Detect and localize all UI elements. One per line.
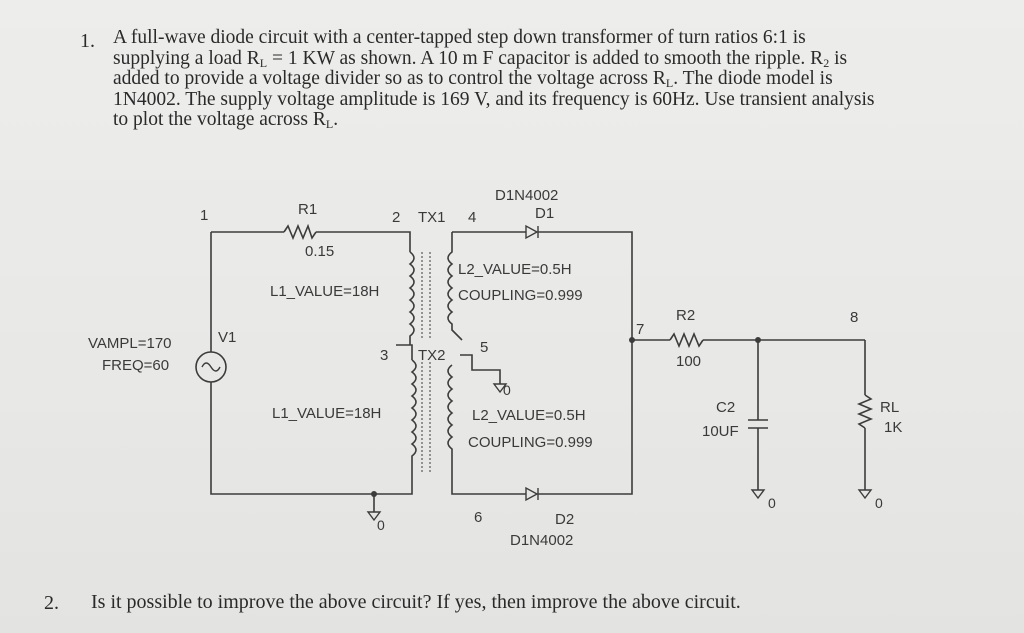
ground-icon-c2 <box>750 489 766 500</box>
question-1-text: A full-wave diode circuit with a center-… <box>113 27 875 131</box>
ground-icon-rl <box>857 489 873 500</box>
ground-rl-label: 0 <box>875 495 883 511</box>
rl-name-label: RL <box>880 399 899 416</box>
coupling-top-label: COUPLING=0.999 <box>458 287 583 304</box>
node-1-label: 1 <box>200 207 208 224</box>
node-4-label: 4 <box>468 209 476 226</box>
v1-name-label: V1 <box>218 329 236 346</box>
primary-coil-top <box>408 251 415 345</box>
vampl-label: VAMPL=170 <box>88 335 172 352</box>
ground-icon-secondary <box>492 383 508 394</box>
tx1-label: TX1 <box>418 209 446 226</box>
d1-diode-icon <box>525 224 539 240</box>
question-1-line-3: added to provide a voltage divider so as… <box>113 68 833 90</box>
r2-name-label: R2 <box>676 307 695 324</box>
question-1-line-5: to plot the voltage across RL. <box>113 109 339 131</box>
l1-bottom-label: L1_VALUE=18H <box>272 405 381 422</box>
freq-label: FREQ=60 <box>102 357 169 374</box>
r1-value-label: 0.15 <box>305 243 334 260</box>
primary-wire-bottom-left <box>210 382 413 495</box>
ground-secondary-label: 0 <box>503 382 511 398</box>
question-1-line-1: A full-wave diode circuit with a center-… <box>113 27 806 48</box>
tx2-label: TX2 <box>418 347 446 364</box>
d2-model-label: D1N4002 <box>510 532 573 549</box>
primary-center-tap <box>396 344 413 360</box>
node-2-label: 2 <box>392 209 400 226</box>
rl-value-label: 1K <box>884 419 902 436</box>
primary-wire-r1-to-coil <box>316 231 411 252</box>
node-6-label: 6 <box>474 509 482 526</box>
secondary-center-tap <box>460 354 501 384</box>
r2-value-label: 100 <box>676 353 701 370</box>
rl-resistor <box>856 394 874 429</box>
question-1-number: 1. <box>80 30 95 52</box>
coupling-bottom-label: COUPLING=0.999 <box>468 434 593 451</box>
question-1-line-2: supplying a load RL = 1 KW as shown. A 1… <box>113 47 848 70</box>
node-3-label: 3 <box>380 347 388 364</box>
r1-name-label: R1 <box>298 201 317 218</box>
l2-bottom-label: L2_VALUE=0.5H <box>472 407 586 424</box>
primary-coil-bottom <box>410 359 417 476</box>
secondary-wire-top-right <box>538 231 633 340</box>
d1-name-label: D1 <box>535 205 554 222</box>
ac-wave-icon <box>201 362 221 372</box>
secondary-coil-bottom <box>447 364 462 495</box>
question-2-text: Is it possible to improve the above circ… <box>91 591 741 613</box>
r2-resistor <box>669 331 704 349</box>
ground-icon-primary <box>366 511 382 522</box>
l2-top-label: L2_VALUE=0.5H <box>458 261 572 278</box>
secondary-wire-bottom-right <box>538 340 633 495</box>
node-7-label: 7 <box>636 321 644 338</box>
node-8-label: 8 <box>850 309 858 326</box>
c2-value-label: 10UF <box>702 423 739 440</box>
node-5-label: 5 <box>480 339 488 356</box>
d1-model-label: D1N4002 <box>495 187 558 204</box>
secondary-coil-top <box>447 232 463 341</box>
ground-c2-label: 0 <box>768 495 776 511</box>
v1-source-circle <box>195 351 227 383</box>
question-1-line-4: 1N4002. The supply voltage amplitude is … <box>113 88 875 110</box>
question-2-number: 2. <box>44 592 59 614</box>
d2-name-label: D2 <box>555 511 574 528</box>
r1-resistor <box>283 223 317 241</box>
d2-diode-icon <box>525 486 539 502</box>
ground-primary-label: 0 <box>377 517 385 533</box>
l1-top-label: L1_VALUE=18H <box>270 283 379 300</box>
c2-name-label: C2 <box>716 399 735 416</box>
